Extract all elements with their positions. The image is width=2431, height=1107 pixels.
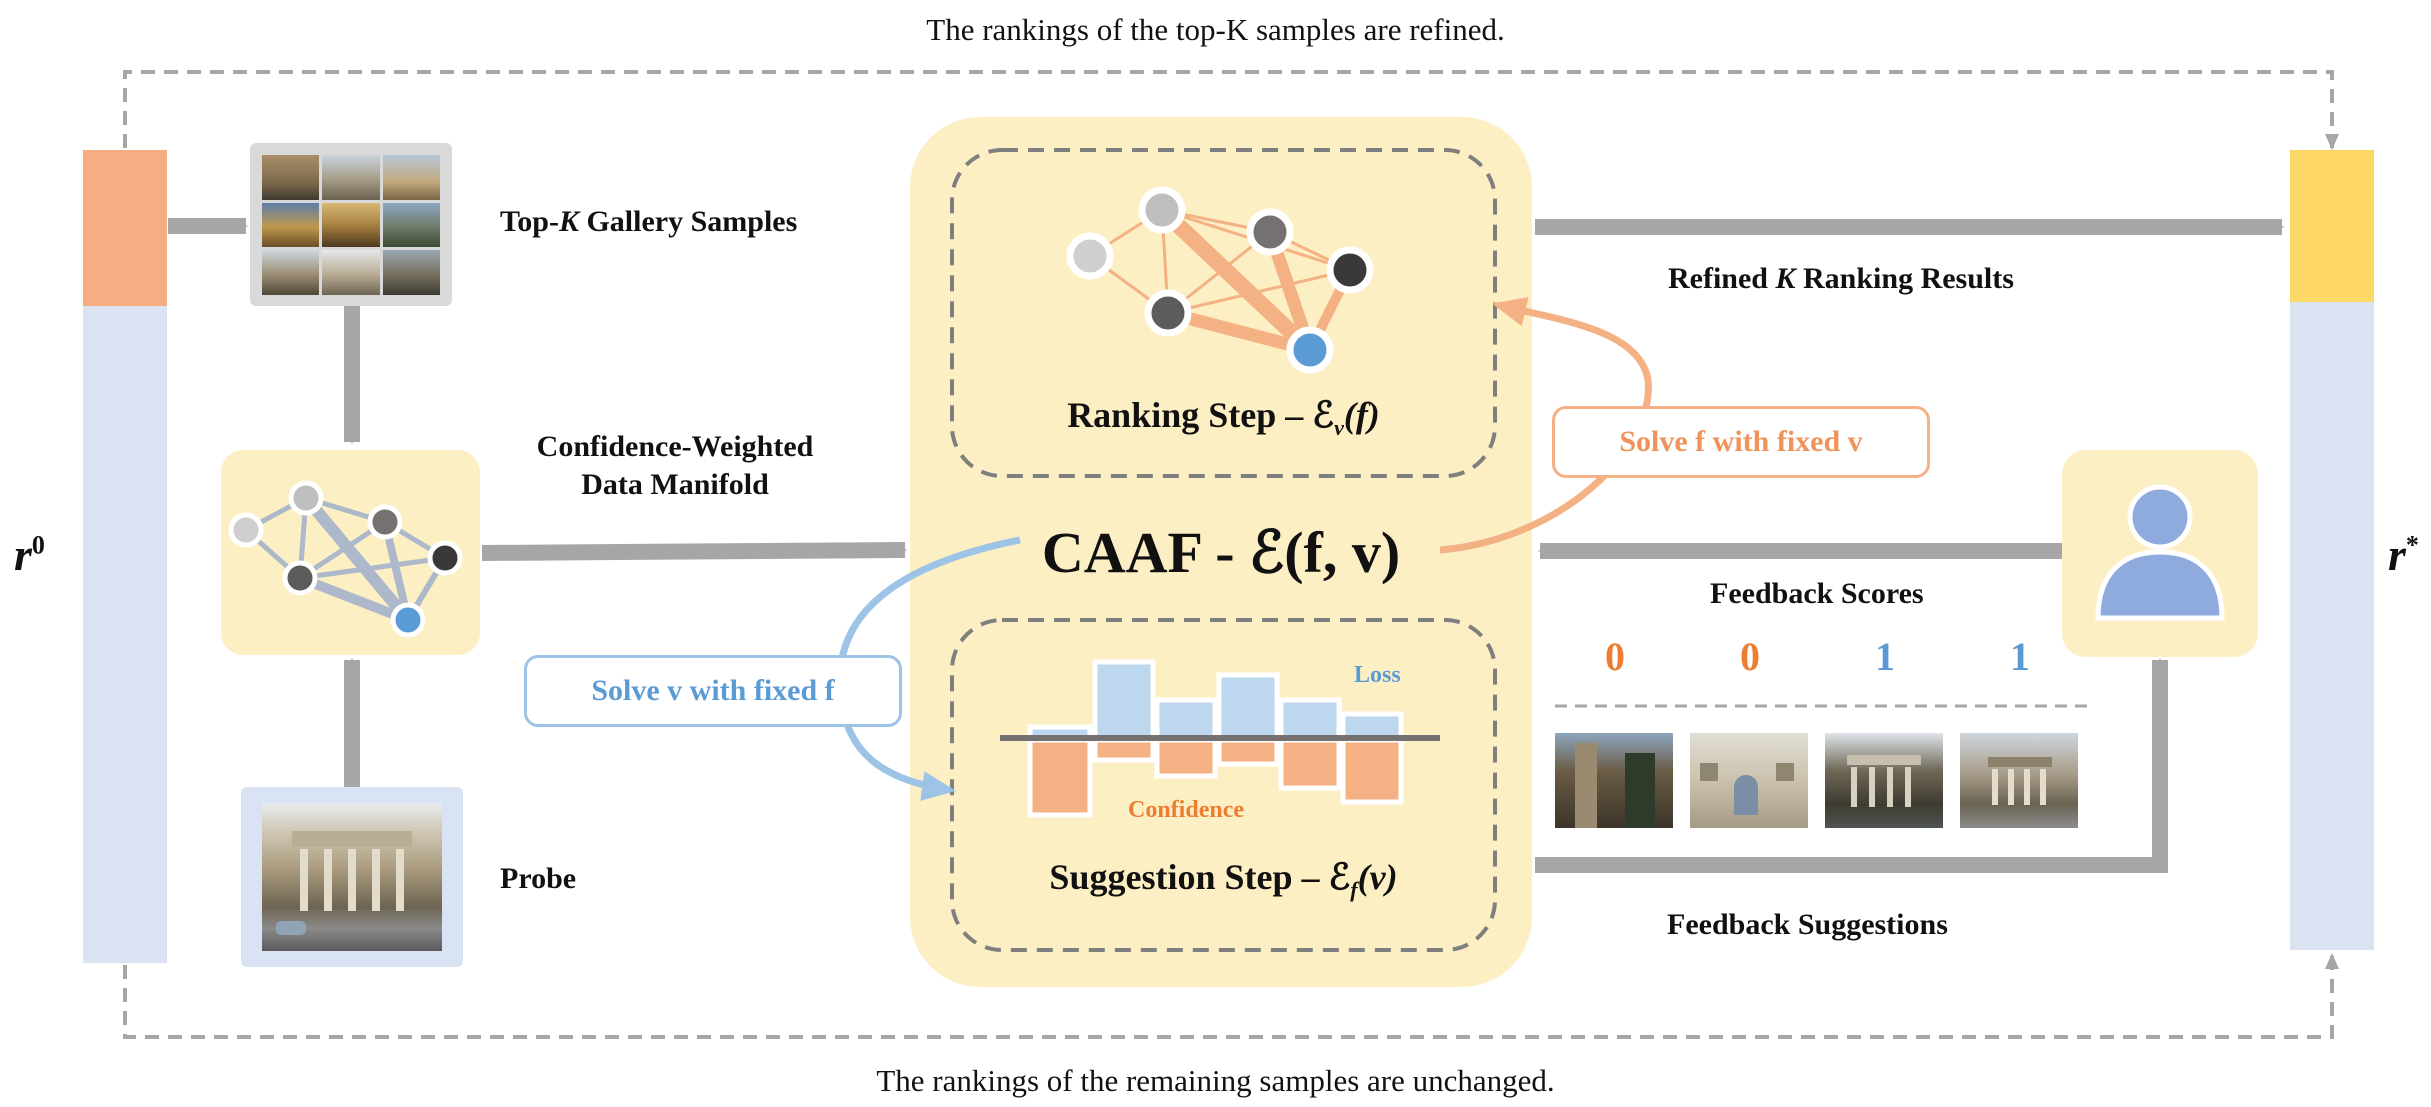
feedback-photo	[1825, 733, 1943, 828]
refined-label: Refined K Ranking Results	[1668, 262, 2014, 296]
gallery-label-part: Top-	[500, 205, 559, 238]
gallery-photo	[262, 155, 320, 200]
probe-label-text: Probe	[500, 862, 577, 895]
ranking-step-text: Ranking Step – ℰ	[1067, 395, 1335, 435]
feedback-photo	[1960, 733, 2078, 828]
feedback-scores-label: Feedback Scores	[1710, 577, 1924, 611]
suggestion-step-text: Suggestion Step – ℰ	[1049, 857, 1351, 897]
arrow-manifold-to-caaf	[481, 542, 907, 561]
ranking-step-arg: (f)	[1343, 395, 1380, 435]
ranking-step-label: Ranking Step – ℰv(f)	[952, 394, 1495, 441]
graph-node	[288, 480, 324, 516]
loss-confidence-chart	[1000, 659, 1440, 818]
gallery-photo	[262, 202, 320, 248]
top-caption-text: The rankings of the top-K samples are re…	[926, 12, 1505, 47]
graph-node	[228, 512, 264, 548]
caaf-label: CAAF - ℰ(f, v)	[910, 518, 1532, 586]
probe-photo	[262, 803, 442, 951]
feedback-photo	[1555, 733, 1673, 828]
rstar-superscript: *	[2405, 530, 2419, 560]
manifold-label: Confidence-Weighted Data Manifold	[490, 428, 860, 504]
r0-top-k-segment	[83, 150, 167, 306]
gallery-photo	[262, 250, 320, 295]
top-dashed-loop	[123, 70, 2339, 150]
feedback-score: 0	[1710, 633, 1790, 680]
gallery-photo	[382, 250, 440, 295]
solve-v-text: Solve v with fixed f	[591, 674, 835, 707]
graph-node	[282, 560, 318, 596]
gallery-photo	[322, 155, 380, 200]
suggestion-step-sub: f	[1350, 877, 1358, 903]
feedback-suggestions-label: Feedback Suggestions	[1667, 908, 1948, 942]
feedback-score-value: 1	[2010, 634, 2030, 679]
suggestion-step-arg: (v)	[1357, 857, 1398, 897]
bottom-caption: The rankings of the remaining samples ar…	[0, 1063, 2431, 1099]
gallery-label: Top-K Gallery Samples	[500, 205, 797, 239]
gallery-thumbnails	[262, 155, 440, 295]
caaf-label-text: CAAF - ℰ(f, v)	[1041, 520, 1401, 585]
solve-v-box: Solve v with fixed f	[524, 655, 902, 727]
refined-label-k: K	[1775, 262, 1796, 295]
bottom-caption-text: The rankings of the remaining samples ar…	[876, 1063, 1555, 1098]
gallery-label-part: Gallery Samples	[578, 205, 798, 238]
graph-node	[1326, 246, 1374, 294]
gallery-photo	[382, 202, 440, 248]
r0-superscript: 0	[31, 530, 45, 560]
feedback-suggestions-label-text: Feedback Suggestions	[1667, 908, 1948, 941]
solve-f-text: Solve f with fixed v	[1619, 425, 1863, 458]
rstar-label: r*	[2388, 528, 2419, 581]
feedback-scores-label-text: Feedback Scores	[1710, 577, 1924, 610]
manifold-graph	[228, 480, 463, 638]
feedback-score-value: 1	[1875, 634, 1895, 679]
ranking-step-sub: v	[1334, 415, 1344, 441]
gallery-photo	[322, 250, 380, 295]
gallery-photo	[382, 155, 440, 200]
arrow-suggestions-to-user	[1535, 658, 2168, 873]
graph-node	[1066, 232, 1114, 280]
query-node	[390, 602, 426, 638]
feedback-score: 0	[1575, 633, 1655, 680]
graph-node	[1144, 289, 1192, 337]
rstar-top-k-segment	[2290, 150, 2374, 302]
graph-node	[367, 504, 403, 540]
gallery-label-k: K	[558, 205, 579, 238]
manifold-label-line1: Confidence-Weighted	[536, 430, 814, 463]
suggestion-step-label: Suggestion Step – ℰf(v)	[952, 856, 1495, 903]
ranking-graph	[1066, 186, 1374, 374]
r0-remaining-segment	[83, 306, 167, 963]
feedback-score: 1	[1845, 633, 1925, 680]
gallery-photo	[322, 202, 380, 248]
feedback-score: 1	[1980, 633, 2060, 680]
confidence-label-text: Confidence	[1128, 797, 1244, 823]
graph-node	[1246, 208, 1294, 256]
confidence-label: Confidence	[1128, 797, 1244, 824]
refined-label-part: Refined	[1668, 262, 1776, 295]
query-node	[1286, 326, 1334, 374]
probe-label: Probe	[500, 862, 576, 896]
solve-f-curve-arrow	[1439, 297, 1652, 554]
graph-node	[1138, 186, 1186, 234]
rstar-remaining-segment	[2290, 302, 2374, 950]
loss-label: Loss	[1354, 662, 1401, 689]
feedback-score-value: 0	[1740, 634, 1760, 679]
rstar-letter: r	[2388, 529, 2406, 580]
user-icon	[2095, 484, 2225, 621]
refined-label-part: Ranking Results	[1795, 262, 2014, 295]
graph-node	[427, 540, 463, 576]
bottom-dashed-loop	[123, 953, 2339, 1039]
loss-label-text: Loss	[1354, 662, 1401, 688]
solve-f-box: Solve f with fixed v	[1552, 406, 1930, 478]
feedback-photo	[1690, 733, 1808, 828]
feedback-score-value: 0	[1605, 634, 1625, 679]
r0-label: r0	[14, 528, 45, 581]
top-caption: The rankings of the top-K samples are re…	[0, 12, 2431, 48]
manifold-label-line2: Data Manifold	[581, 468, 769, 501]
r0-letter: r	[14, 529, 32, 580]
